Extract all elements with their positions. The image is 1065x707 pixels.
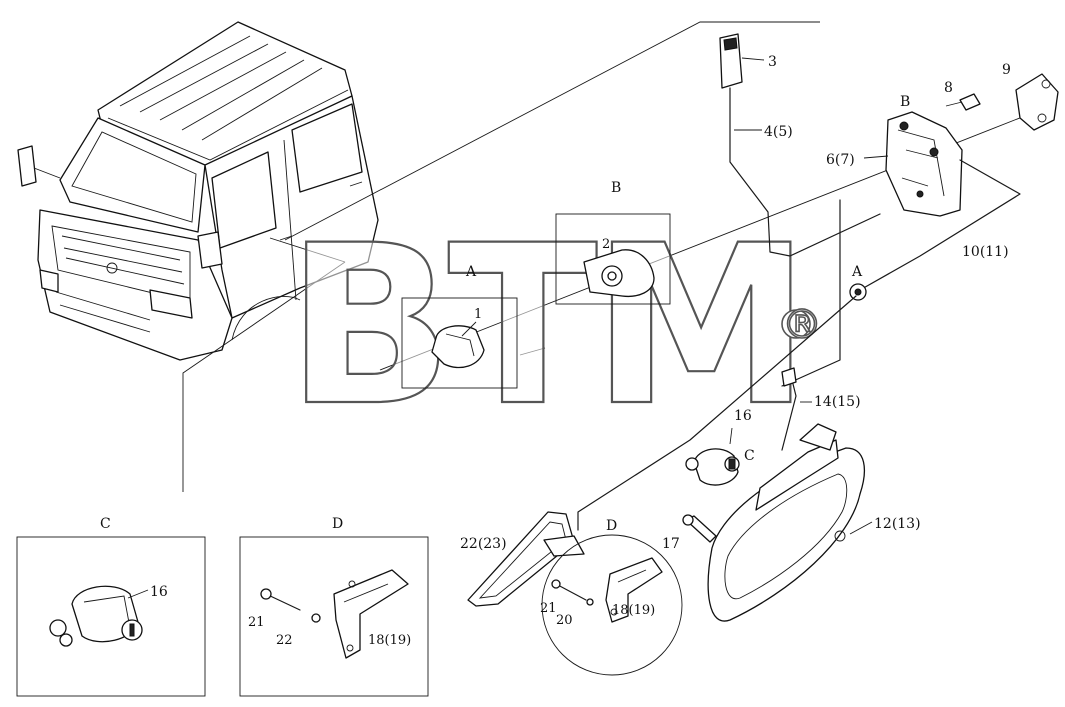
view-a-detail: A 1	[401, 264, 518, 389]
callout-6-7: 6(7)	[826, 152, 855, 168]
upper-right-parts: 3 4(5) 8 9 B 6(7) 10(11) 14(15)	[719, 33, 1059, 451]
view-d-ref: D	[606, 518, 617, 534]
outside-handle-assembly: 12(13) 17 16 C	[662, 408, 921, 622]
cable-line	[577, 295, 857, 531]
callout-8: 8	[944, 80, 953, 96]
view-b-ref: B	[900, 94, 910, 110]
callout-3: 3	[768, 54, 777, 70]
callout-16-main: 16	[734, 408, 752, 424]
view-b-detail: B 2	[555, 180, 671, 305]
callout-18-19-circle: 18(19)	[612, 603, 655, 618]
truck-cab-illustration	[17, 21, 379, 361]
callout-22-23: 22(23)	[460, 536, 507, 552]
view-d-title: D	[332, 516, 343, 532]
callout-17: 17	[662, 536, 680, 552]
callout-1: 1	[474, 307, 482, 322]
callout-21-box: 21	[248, 615, 265, 630]
view-b-title: B	[611, 180, 621, 196]
view-c-box: C 16	[16, 516, 206, 697]
watermark-registered-mark: ®	[782, 302, 822, 348]
view-a-title: A	[465, 264, 477, 280]
callout-14-15: 14(15)	[814, 394, 861, 410]
view-d-box: D 21 22 18(19)	[239, 516, 429, 697]
callout-21-circle: 21	[540, 601, 557, 616]
callout-16-box: 16	[150, 584, 168, 600]
view-a-ref: A	[851, 264, 863, 280]
callout-10-11: 10(11)	[962, 244, 1009, 260]
callout-4-5: 4(5)	[764, 124, 793, 140]
view-c-title: C	[100, 516, 111, 532]
callout-20: 20	[556, 613, 573, 628]
callout-22-box: 22	[276, 633, 293, 648]
callout-12-13: 12(13)	[874, 516, 921, 532]
callout-18-19-box: 18(19)	[368, 633, 411, 648]
watermark-text: BTM	[286, 198, 805, 454]
btm-watermark: BTM ®	[285, 197, 823, 455]
inner-handle-assembly: 22(23)	[460, 511, 585, 607]
view-c-ref: C	[744, 448, 755, 464]
callout-9: 9	[1002, 62, 1011, 78]
callout-2: 2	[602, 237, 610, 252]
view-d-circle-detail: D 21 20 18(19)	[540, 518, 683, 676]
